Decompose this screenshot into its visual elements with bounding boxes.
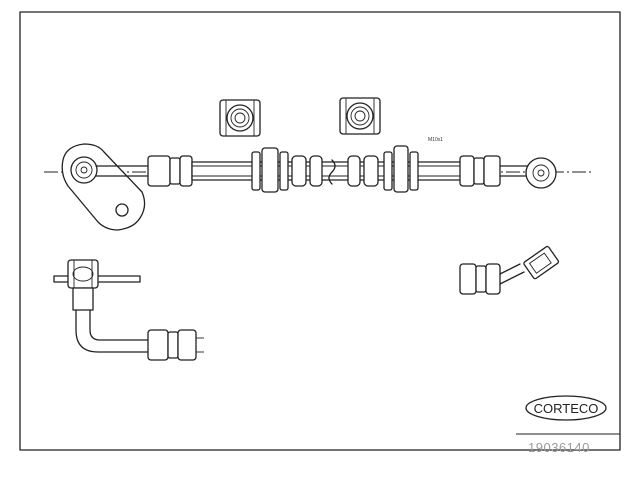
fitting-detail-right xyxy=(459,245,560,295)
brand-logo-text: CORTECO xyxy=(534,401,599,416)
fitting-detail-left xyxy=(53,259,204,361)
part-number: 19036140 xyxy=(528,440,590,455)
hex-nut-right xyxy=(339,97,381,135)
thread-annotation: M10x1 xyxy=(428,137,443,143)
corteco-logo: CORTECO xyxy=(525,395,607,421)
main-brake-hose xyxy=(44,143,592,231)
drawing-frame xyxy=(19,11,621,451)
hex-nut-left xyxy=(219,99,261,137)
